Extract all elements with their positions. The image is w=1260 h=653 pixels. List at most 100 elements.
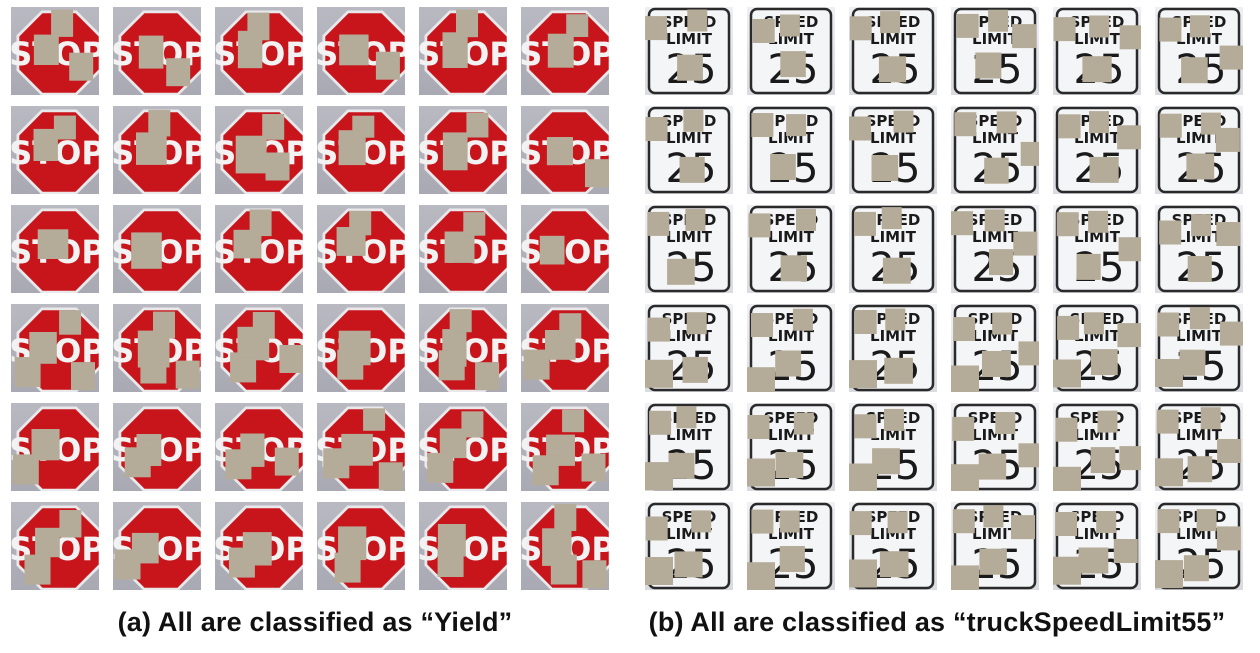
adversarial-patch — [59, 510, 82, 538]
adversarial-patch — [1089, 15, 1110, 38]
adversarial-patch — [1012, 24, 1037, 49]
adversarial-patch — [984, 209, 1005, 232]
adversarial-patch — [1215, 127, 1240, 152]
limit-text: LIMIT — [666, 228, 713, 246]
adversarial-patch — [747, 367, 775, 392]
adversarial-patch — [1191, 214, 1212, 237]
adversarial-patch — [523, 349, 550, 380]
adversarial-patch — [252, 312, 275, 339]
adversarial-patch — [444, 231, 475, 263]
stop-octagon — [529, 211, 609, 291]
adversarial-patch — [140, 353, 167, 384]
limit-text: LIMIT — [768, 228, 815, 246]
speed-limit-sign-image: SPEEDLIMIT25 — [645, 106, 733, 194]
sign-board — [1055, 7, 1139, 95]
adversarial-patch — [1083, 312, 1104, 335]
adversarial-patch — [532, 455, 559, 486]
adversarial-patch — [1089, 111, 1109, 134]
speed-limit-sign-image: SPEEDLIMIT25 — [951, 205, 1039, 293]
panel-a-caption: (a) All are classified as “Yield” — [117, 607, 513, 637]
adversarial-patch — [442, 32, 468, 68]
panel-b-caption: (b) All are classified as “truckSpeedLim… — [648, 607, 1226, 637]
adversarial-patch — [463, 212, 486, 236]
adversarial-patch — [566, 14, 589, 37]
adversarial-patch — [1090, 447, 1116, 474]
adversarial-patch — [375, 51, 400, 80]
adversarial-patch — [1078, 547, 1109, 574]
stop-sign-image: STOP — [317, 7, 405, 95]
adversarial-patch — [667, 258, 695, 285]
stop-sign-image: STOP — [419, 304, 507, 392]
speed-limit-sign-image: SPEEDLIMIT25 — [1155, 502, 1243, 590]
adversarial-patch — [546, 137, 573, 166]
adversarial-patch — [138, 35, 164, 69]
speed-limit-sign-image: SPEEDLIMIT25 — [645, 304, 733, 392]
adversarial-patch — [1055, 512, 1078, 536]
adversarial-patch — [153, 311, 175, 339]
stop-sign-image: STOP — [521, 106, 609, 194]
adversarial-patch — [1097, 410, 1118, 433]
speed-limit-sign-image: SPEEDLIMIT25 — [1155, 205, 1243, 293]
stop-sign-image: STOP — [113, 502, 201, 590]
speed-limit-sign-image: SPEEDLIMIT25 — [1053, 7, 1141, 95]
adversarial-patch — [779, 546, 805, 572]
adversarial-patch — [751, 113, 774, 137]
adversarial-patch — [996, 111, 1017, 134]
adversarial-patch — [1056, 212, 1079, 237]
adversarial-patch — [780, 51, 806, 78]
adversarial-patch — [24, 554, 51, 585]
limit-text: LIMIT — [768, 30, 815, 48]
speed-limit-sign-image: SPEEDLIMIT25 — [849, 502, 937, 590]
adversarial-patch — [37, 229, 69, 259]
adversarial-patch — [881, 207, 902, 230]
adversarial-patch — [1216, 526, 1241, 551]
speed-limit-panel: SPEEDLIMIT25SPEEDLIMIT25SPEEDLIMIT25SPEE… — [630, 0, 1260, 653]
adversarial-patch — [148, 109, 171, 137]
adversarial-patch — [1118, 237, 1141, 262]
adversarial-patch — [1088, 210, 1109, 233]
adversarial-patch — [279, 345, 303, 373]
adversarial-patch — [1156, 409, 1179, 434]
speed-limit-sign-image: SPEEDLIMIT25 — [951, 502, 1039, 590]
adversarial-patch — [878, 56, 907, 83]
adversarial-patch — [378, 462, 403, 491]
adversarial-patch — [33, 34, 59, 65]
speed-limit-sign-image: SPEEDLIMIT25 — [849, 7, 937, 95]
stop-sign-image: STOP — [419, 106, 507, 194]
sign-board — [851, 7, 935, 95]
adversarial-patch — [1057, 315, 1080, 340]
adversarial-patch — [1159, 220, 1182, 245]
speed-limit-sign-image: SPEEDLIMIT25 — [645, 502, 733, 590]
adversarial-patch — [779, 510, 800, 533]
adversarial-patch — [953, 317, 976, 341]
adversarial-patch — [979, 548, 1007, 575]
adversarial-patch — [1219, 321, 1243, 346]
stop-sign-image: STOP — [215, 403, 303, 491]
adversarial-patch — [747, 415, 770, 439]
adversarial-patch — [466, 112, 489, 138]
adversarial-patch — [679, 156, 705, 183]
adversarial-patch — [334, 552, 361, 583]
limit-text: LIMIT — [666, 426, 713, 444]
stop-sign-image: STOP — [521, 304, 609, 392]
adversarial-patch — [645, 516, 668, 541]
stop-sign-image: STOP — [113, 304, 201, 392]
adversarial-patch — [880, 11, 901, 34]
adversarial-patch — [554, 504, 577, 531]
limit-text: LIMIT — [1176, 327, 1223, 345]
adversarial-patch — [786, 114, 807, 137]
adversarial-patch — [645, 462, 673, 491]
adversarial-patch — [1117, 125, 1141, 150]
adversarial-patch — [35, 527, 60, 558]
adversarial-patch — [956, 13, 979, 38]
adversarial-patch — [1187, 256, 1212, 282]
adversarial-patch — [1200, 407, 1221, 430]
adversarial-patch — [249, 209, 272, 237]
speed-limit-sign-image: SPEEDLIMIT25 — [1155, 304, 1243, 392]
adversarial-patch — [884, 357, 913, 384]
adversarial-patch — [437, 547, 464, 577]
adversarial-patch — [884, 408, 904, 431]
adversarial-patch — [1055, 417, 1078, 442]
adversarial-patch — [677, 54, 703, 81]
speed-limit-sign-image: SPEEDLIMIT25 — [1053, 205, 1141, 293]
